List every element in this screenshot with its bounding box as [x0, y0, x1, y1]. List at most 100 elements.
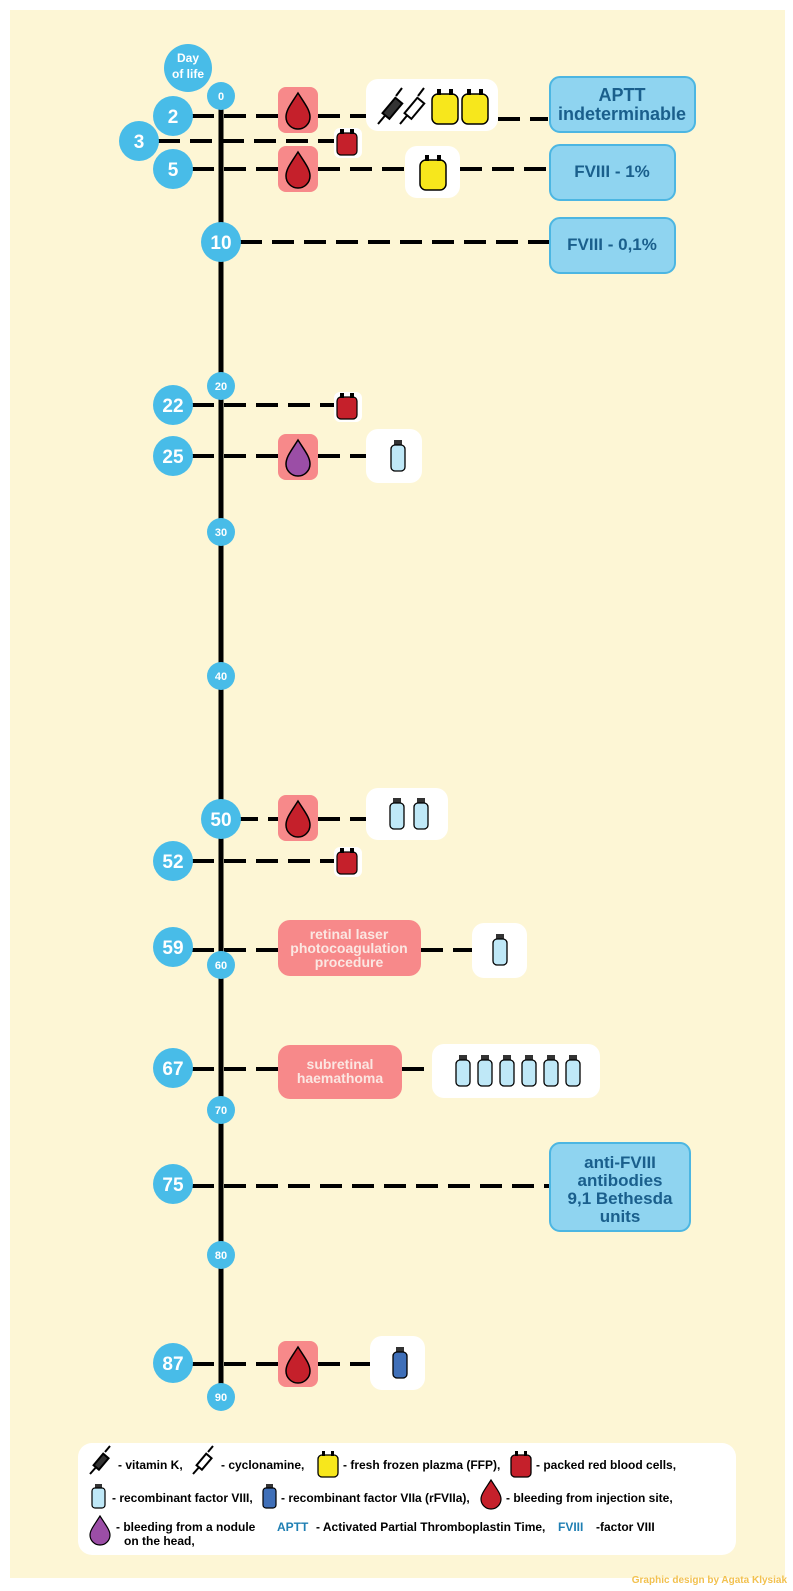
header-line2: of life	[172, 67, 204, 81]
legend-inj-bleed: - bleeding from injection site,	[506, 1491, 673, 1505]
svg-text:anti-FVIII: anti-FVIII	[584, 1153, 656, 1172]
result-fviii-01: FVIII - 0,1%	[549, 217, 676, 274]
svg-text:80: 80	[215, 1250, 227, 1262]
rfviii-vial-icon	[91, 1484, 106, 1509]
rfviii-vial-icon	[390, 440, 406, 472]
nodule-drop-icon	[285, 438, 311, 477]
svg-text:units: units	[600, 1207, 641, 1226]
rfviii-vial-icon	[455, 1055, 581, 1087]
day-87: 87	[153, 1343, 193, 1383]
svg-text:antibodies: antibodies	[577, 1171, 662, 1190]
ffp-bag-icon	[317, 1451, 339, 1478]
day-10: 10	[201, 222, 241, 262]
svg-text:FVIII - 0,1%: FVIII - 0,1%	[567, 235, 657, 254]
rfviia-vial-icon	[392, 1347, 408, 1379]
result-fviii-1: FVIII - 1%	[549, 144, 676, 201]
svg-text:60: 60	[215, 960, 227, 972]
day-75: 75	[153, 1164, 193, 1204]
prbc-bag-icon	[334, 128, 362, 877]
svg-text:APTT: APTT	[599, 85, 646, 105]
svg-text:procedure: procedure	[315, 954, 384, 970]
procedure-laser: retinal laser photocoagulation procedure	[278, 920, 421, 976]
result-anti-fviii: anti-FVIII antibodies 9,1 Bethesda units	[549, 1142, 691, 1232]
tick-40: 40	[207, 662, 235, 690]
day-52: 52	[153, 841, 193, 881]
blood-drop-icon	[480, 1478, 502, 1510]
day-5: 5	[153, 149, 193, 189]
svg-text:25: 25	[162, 447, 184, 468]
legend-fviii-abbr: FVIII	[558, 1520, 583, 1534]
cyclonamine-syringe-icon	[399, 87, 426, 125]
header-line1: Day	[177, 51, 199, 65]
result-aptt: APTT indeterminable	[549, 76, 696, 133]
legend-nodule-line2: on the head,	[124, 1534, 195, 1548]
legend-aptt-abbr: APTT	[277, 1520, 309, 1534]
prbc-bag-icon	[510, 1451, 532, 1478]
ffp-bag-icon	[431, 89, 489, 125]
day87-treatment	[370, 1336, 425, 1390]
legend-rfviia: - recombinant factor VIIa (rFVIIa),	[281, 1491, 470, 1505]
rfviia-vial-icon	[262, 1484, 277, 1509]
svg-text:10: 10	[210, 233, 231, 254]
tick-70: 70	[207, 1096, 235, 1124]
day50-treatment	[366, 788, 448, 840]
day-3: 3	[119, 121, 159, 161]
axis-ticks: 0 20 30 40 60 70 80 90	[207, 82, 235, 1411]
svg-text:59: 59	[162, 938, 183, 959]
svg-text:FVIII - 1%: FVIII - 1%	[574, 162, 650, 181]
svg-text:0: 0	[218, 91, 224, 103]
legend-prbc: - packed red blood cells,	[536, 1458, 676, 1472]
tick-30: 30	[207, 518, 235, 546]
blood-drop-icon	[285, 91, 311, 1384]
svg-text:90: 90	[215, 1392, 227, 1404]
day25-treatment	[366, 429, 422, 483]
svg-text:haemathoma: haemathoma	[297, 1070, 384, 1086]
day2-treatment	[366, 79, 498, 131]
rfviii-vial-icon	[492, 934, 508, 966]
day5-treatment	[405, 146, 460, 198]
day-25: 25	[153, 436, 193, 476]
tick-80: 80	[207, 1241, 235, 1269]
svg-text:50: 50	[210, 810, 231, 831]
svg-text:5: 5	[168, 160, 179, 181]
svg-text:photocoagulation: photocoagulation	[290, 940, 407, 956]
vitamin-k-syringe-icon	[89, 1445, 111, 1475]
tick-0: 0	[207, 82, 235, 110]
day67-treatment	[432, 1044, 600, 1098]
tick-90: 90	[207, 1383, 235, 1411]
svg-text:9,1 Bethesda: 9,1 Bethesda	[568, 1189, 673, 1208]
day-2: 2	[153, 96, 193, 136]
legend-aptt-def: - Activated Partial Thromboplastin Time,	[316, 1520, 545, 1534]
day59-treatment	[472, 923, 527, 978]
credit-text: Graphic design by Agata Klysiak	[631, 1575, 787, 1586]
day-of-life-header: Day of life	[164, 44, 212, 92]
procedure-haematoma: subretinal haemathoma	[278, 1045, 402, 1099]
rfviii-vial-icon	[389, 798, 429, 830]
svg-text:subretinal: subretinal	[307, 1056, 374, 1072]
legend: - vitamin K, - cyclonamine, - fresh froz…	[78, 1443, 736, 1555]
connector-lines	[158, 114, 550, 1366]
legend-rfviii: - recombinant factor VIII,	[112, 1491, 253, 1505]
day-markers: 2 3 5 10 22 25 50 52 59 67 75 87	[119, 96, 241, 1383]
svg-text:20: 20	[215, 381, 227, 393]
day-22: 22	[153, 385, 193, 425]
tick-20: 20	[207, 372, 235, 400]
svg-text:70: 70	[215, 1105, 227, 1117]
cyclonamine-syringe-icon	[192, 1445, 214, 1475]
day-50: 50	[201, 799, 241, 839]
day-67: 67	[153, 1048, 193, 1088]
day-59: 59	[153, 927, 193, 967]
legend-fviii-def: -factor VIII	[596, 1520, 655, 1534]
legend-cyclonamine: - cyclonamine,	[221, 1458, 304, 1472]
legend-nodule-line1: - bleeding from a nodule	[116, 1520, 256, 1534]
svg-text:52: 52	[162, 852, 183, 873]
svg-text:87: 87	[162, 1354, 183, 1375]
vitamin-k-syringe-icon	[377, 87, 404, 125]
svg-text:retinal laser: retinal laser	[310, 926, 389, 942]
svg-text:2: 2	[168, 107, 179, 128]
legend-ffp: - fresh frozen plazma (FFP),	[343, 1458, 500, 1472]
svg-text:67: 67	[162, 1059, 183, 1080]
svg-text:3: 3	[134, 132, 145, 153]
svg-text:30: 30	[215, 527, 227, 539]
